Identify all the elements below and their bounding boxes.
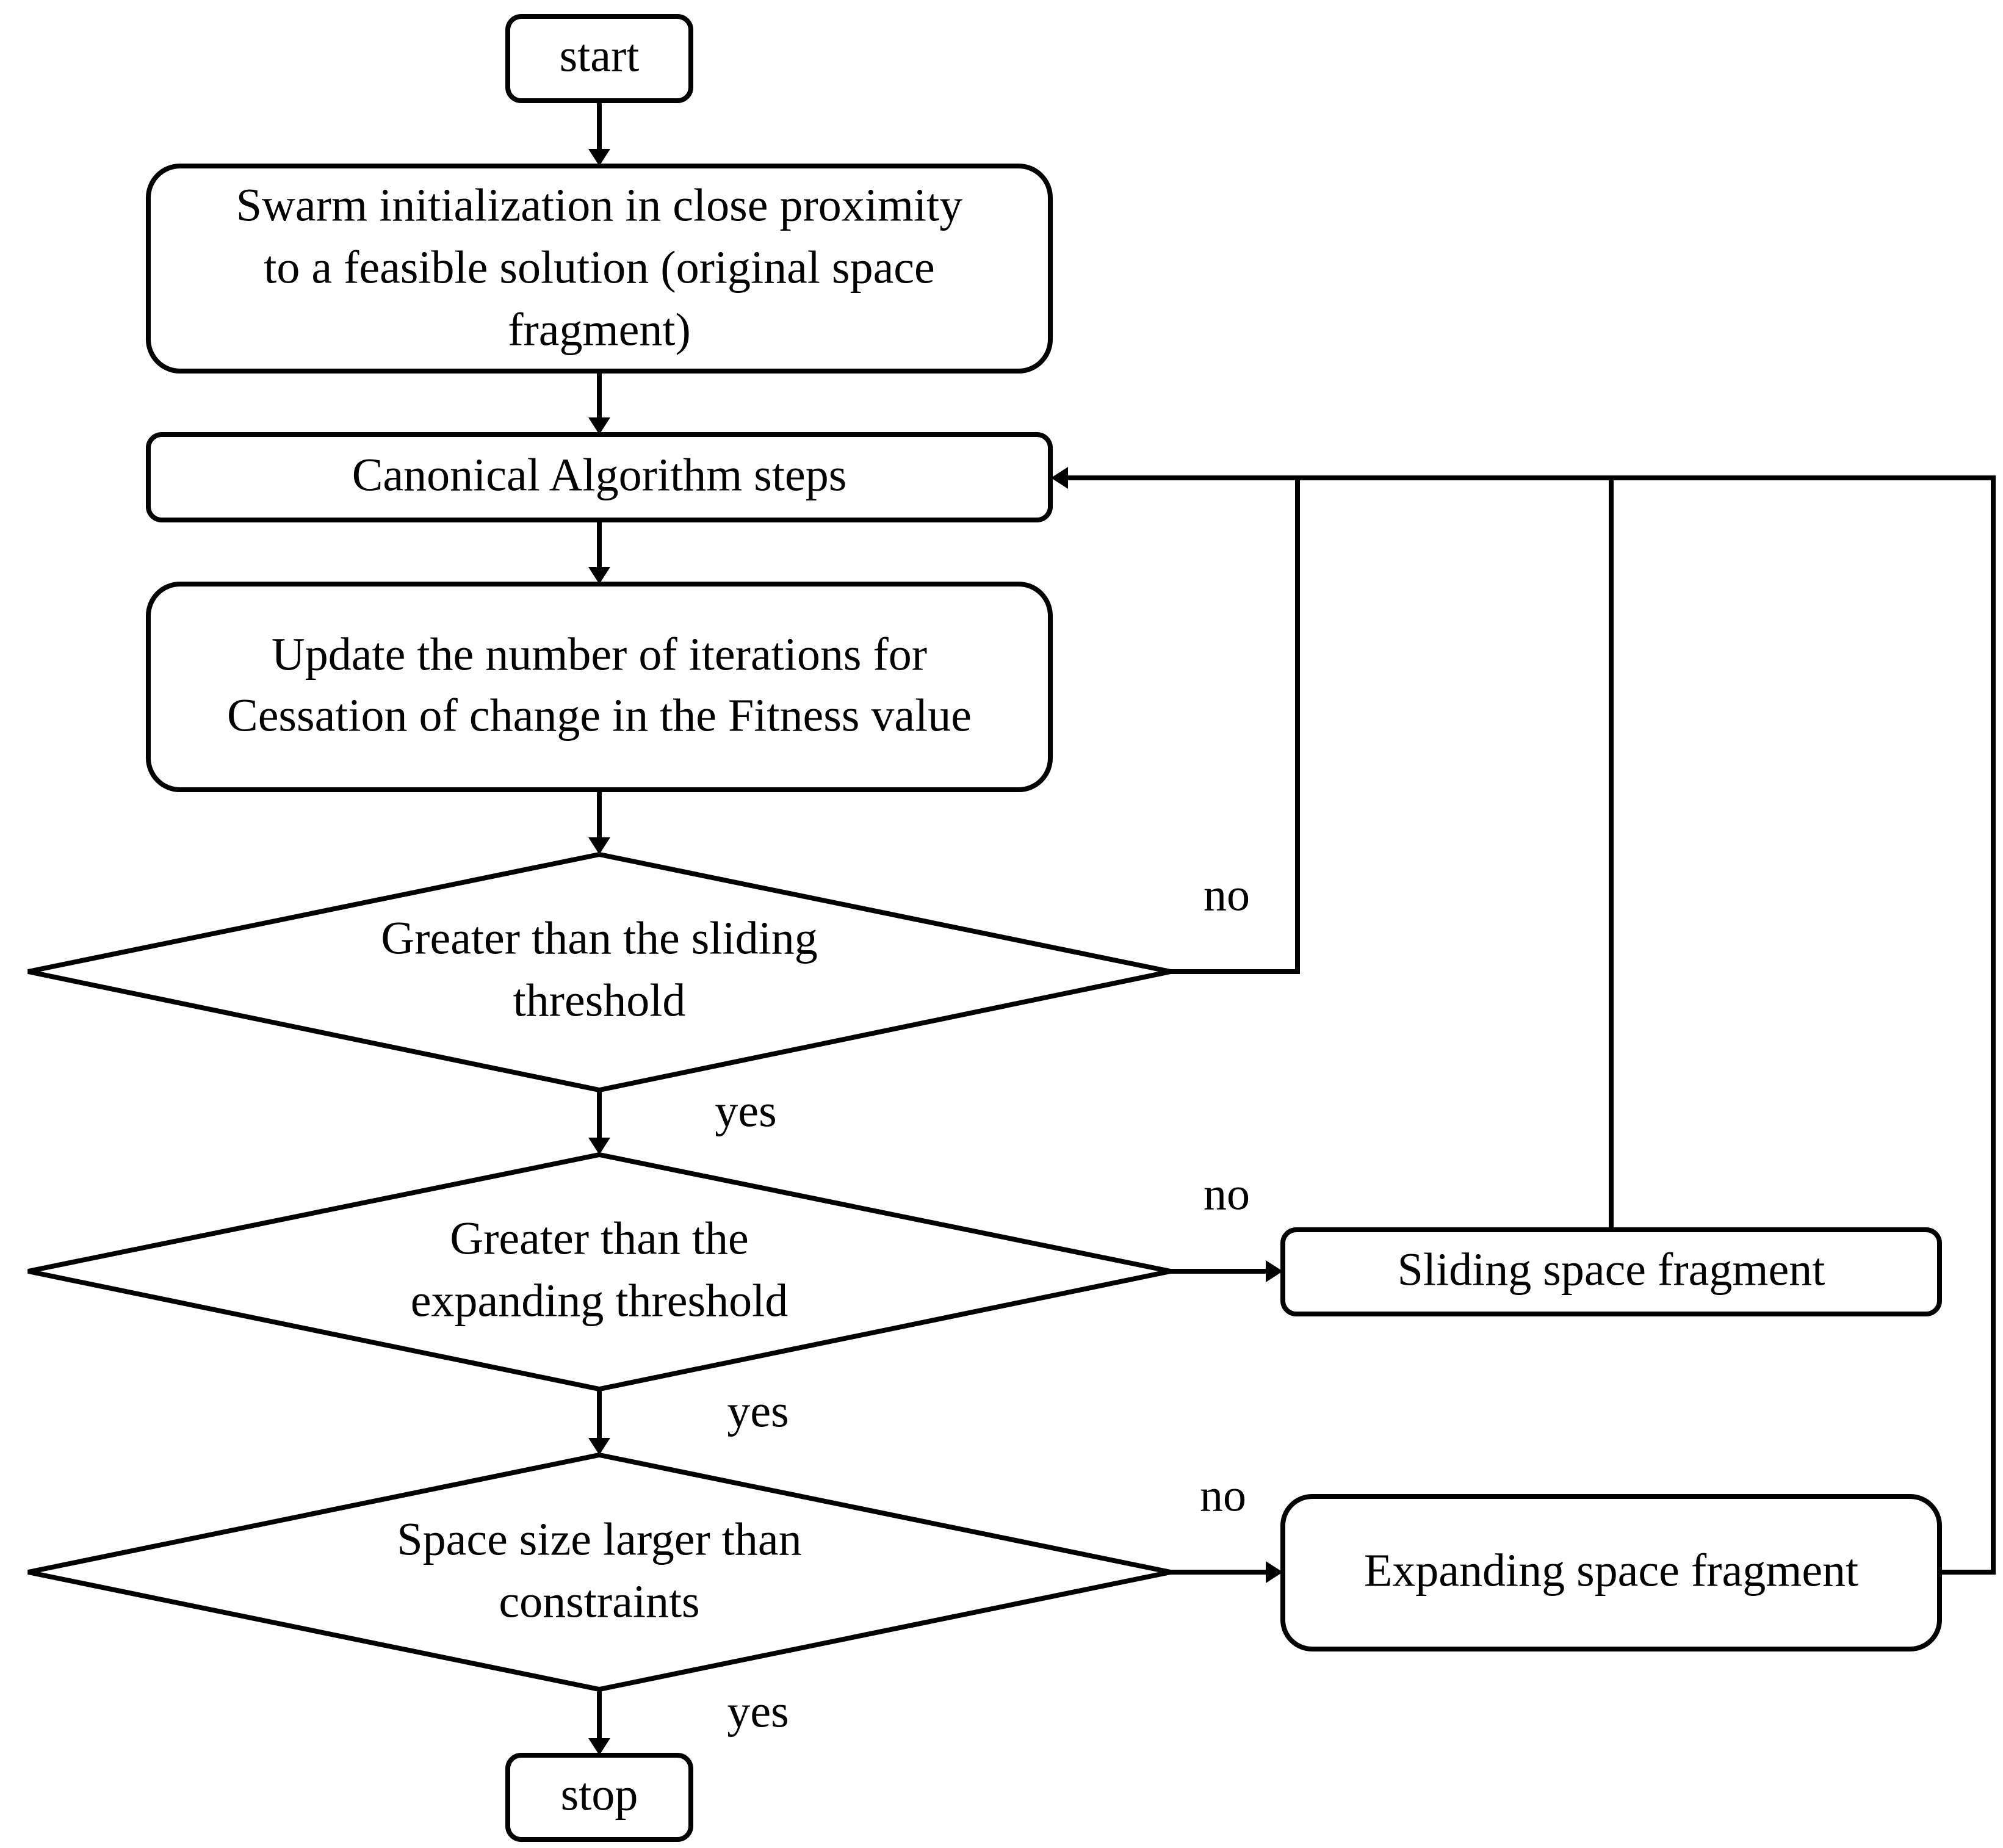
init-line-3: fragment) xyxy=(508,304,691,355)
edge-sliding-no xyxy=(1171,478,1300,974)
update-line-1: Update the number of iterations for xyxy=(272,629,927,680)
sliding-decision-diamond xyxy=(27,851,1171,1093)
stop-box xyxy=(505,1753,693,1842)
expanding-fragment-box xyxy=(1280,1494,1942,1651)
start-box xyxy=(505,14,693,103)
start-label: start xyxy=(560,30,640,81)
edge-labels: no yes no yes no yes xyxy=(715,869,1250,1737)
init-node: Swarm initialization in close proximity … xyxy=(146,164,1053,374)
arrowhead-update xyxy=(588,567,610,584)
arrowhead-sliding-decision xyxy=(588,837,610,854)
sliding-no-label: no xyxy=(1204,869,1250,920)
space-no-label: no xyxy=(1200,1470,1246,1521)
expanding-no-label: no xyxy=(1204,1168,1250,1219)
expanding-decision-line-2: expanding threshold xyxy=(411,1275,788,1326)
space-decision-line-1: Space size larger than xyxy=(397,1514,801,1565)
arrowhead-init xyxy=(588,149,610,166)
space-yes-label: yes xyxy=(727,1686,789,1737)
canonical-node: Canonical Algorithm steps xyxy=(146,432,1053,522)
sliding-fragment-label: Sliding space fragment xyxy=(1398,1244,1825,1295)
sliding-fragment-box xyxy=(1280,1227,1942,1316)
expanding-fragment-node: Expanding space fragment xyxy=(1280,1494,1942,1651)
connectors xyxy=(588,101,1996,1755)
space-decision-line-2: constraints xyxy=(499,1576,699,1627)
expanding-yes-label: yes xyxy=(727,1385,789,1437)
expanding-fragment-label: Expanding space fragment xyxy=(1364,1545,1858,1596)
arrowhead-expanding-fragment xyxy=(1266,1561,1283,1583)
sliding-fragment-node: Sliding space fragment xyxy=(1280,1227,1942,1316)
update-box xyxy=(146,582,1053,792)
start-node: start xyxy=(505,14,693,103)
expanding-decision-diamond xyxy=(27,1152,1171,1392)
update-line-2: Cessation of change in the Fitness value xyxy=(227,690,972,741)
update-node: Update the number of iterations for Cess… xyxy=(146,582,1053,792)
init-box xyxy=(146,164,1053,374)
sliding-decision-line-2: threshold xyxy=(513,975,686,1026)
expanding-decision-line-1: Greater than the xyxy=(450,1213,749,1264)
stop-node: stop xyxy=(505,1753,693,1842)
sliding-decision-line-1: Greater than the sliding xyxy=(381,912,817,964)
sliding-yes-label: yes xyxy=(715,1085,776,1136)
arrowhead-sliding-fragment xyxy=(1266,1260,1283,1282)
canonical-box xyxy=(146,432,1053,522)
arrowhead-expanding-decision xyxy=(588,1138,610,1155)
init-line-1: Swarm initialization in close proximity xyxy=(236,179,962,231)
arrowhead-stop xyxy=(588,1738,610,1755)
arrowhead-space-decision xyxy=(588,1438,610,1455)
sliding-decision-node: Greater than the sliding threshold xyxy=(27,851,1171,1093)
canonical-label: Canonical Algorithm steps xyxy=(352,449,847,500)
space-decision-node: Space size larger than constraints xyxy=(27,1452,1171,1692)
arrowhead-canonical xyxy=(588,417,610,435)
arrowhead-canonical-loop xyxy=(1051,467,1068,489)
edge-expanding-fragment-return xyxy=(1066,475,1996,1575)
init-line-2: to a feasible solution (original space xyxy=(264,242,935,293)
stop-label: stop xyxy=(561,1769,638,1820)
expanding-decision-node: Greater than the expanding threshold xyxy=(27,1152,1171,1392)
space-decision-diamond xyxy=(27,1452,1171,1692)
